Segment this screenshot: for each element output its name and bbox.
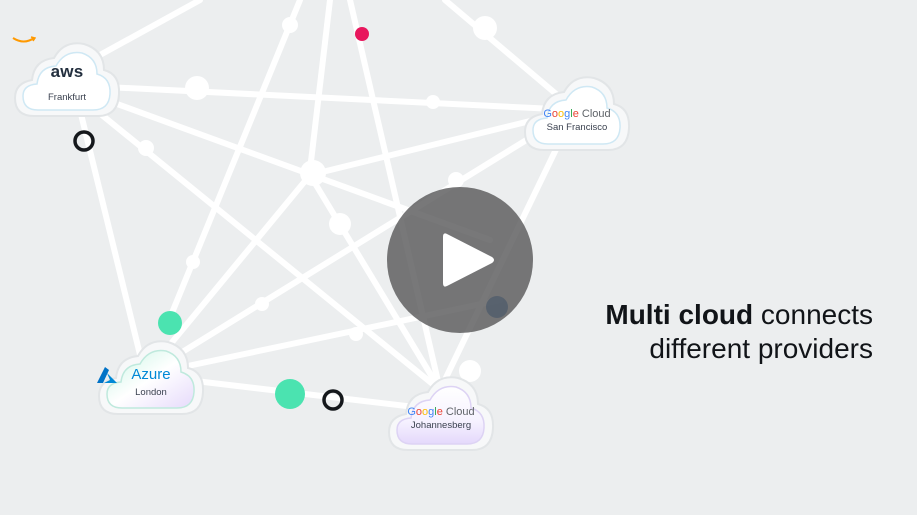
- network-nodes: [138, 16, 497, 382]
- azure-logo-row: Azure: [96, 366, 206, 383]
- pink-dot: [355, 27, 369, 41]
- network-node: [300, 160, 326, 186]
- cloud-location-label: Johannesberg: [410, 420, 472, 431]
- network-node: [255, 297, 269, 311]
- caption-bold-text: Multi cloud: [605, 299, 754, 330]
- network-link: [142, 107, 578, 378]
- aws-smile-icon: [12, 36, 36, 43]
- network-link: [62, 82, 443, 393]
- ring-marker: [73, 130, 95, 152]
- network-node: [473, 16, 497, 40]
- cloud-shape-icon: [387, 376, 495, 451]
- green-dot: [158, 311, 182, 335]
- aws-logo-icon: aws: [50, 62, 84, 81]
- network-link: [97, 0, 203, 58]
- azure-brand-label: Azure: [131, 366, 171, 383]
- cloud-gcp-san-francisco: Google Cloud San Francisco: [522, 70, 632, 154]
- network-node: [459, 360, 481, 382]
- video-caption: Multi cloud connects different providers: [605, 298, 873, 366]
- cloud-aws-frankfurt: aws Frankfurt: [12, 36, 122, 120]
- cloud-location-label: San Francisco: [546, 122, 608, 133]
- network-link: [62, 82, 578, 113]
- network-node: [185, 76, 209, 100]
- google-cloud-logo-icon: Google Cloud: [407, 406, 475, 418]
- network-link: [142, 172, 313, 378]
- cloud-location-label: London: [135, 387, 167, 398]
- network-link: [307, 0, 333, 173]
- network-node: [186, 255, 200, 269]
- ring-marker: [322, 389, 344, 411]
- caption-line-2: different providers: [649, 333, 873, 364]
- google-cloud-logo-icon: Google Cloud: [543, 108, 611, 120]
- caption-line-1: Multi cloud connects: [605, 298, 873, 332]
- cloud-azure-london: Azure London: [96, 334, 206, 418]
- network-node: [426, 95, 440, 109]
- cloud-gcp-johannesberg: Google Cloud Johannesberg: [386, 370, 496, 454]
- network-link: [307, 172, 443, 393]
- cloud-location-label: Frankfurt: [47, 92, 86, 103]
- azure-logo-icon: [97, 367, 117, 383]
- network-node: [349, 327, 363, 341]
- play-button[interactable]: [387, 187, 533, 333]
- play-icon: [443, 233, 494, 287]
- cloud-shape-icon: [523, 76, 631, 151]
- network-link: [347, 0, 443, 393]
- network-node: [448, 172, 464, 188]
- caption-text: connects: [753, 299, 873, 330]
- cloud-shape-icon: [97, 340, 205, 415]
- network-link: [442, 0, 578, 113]
- network-link: [162, 0, 303, 333]
- network-node: [138, 140, 154, 156]
- cloud-shape-icon: [13, 42, 121, 117]
- network-link: [77, 107, 148, 378]
- network-node: [282, 17, 298, 33]
- network-node: [329, 213, 351, 235]
- green-dot: [275, 379, 305, 409]
